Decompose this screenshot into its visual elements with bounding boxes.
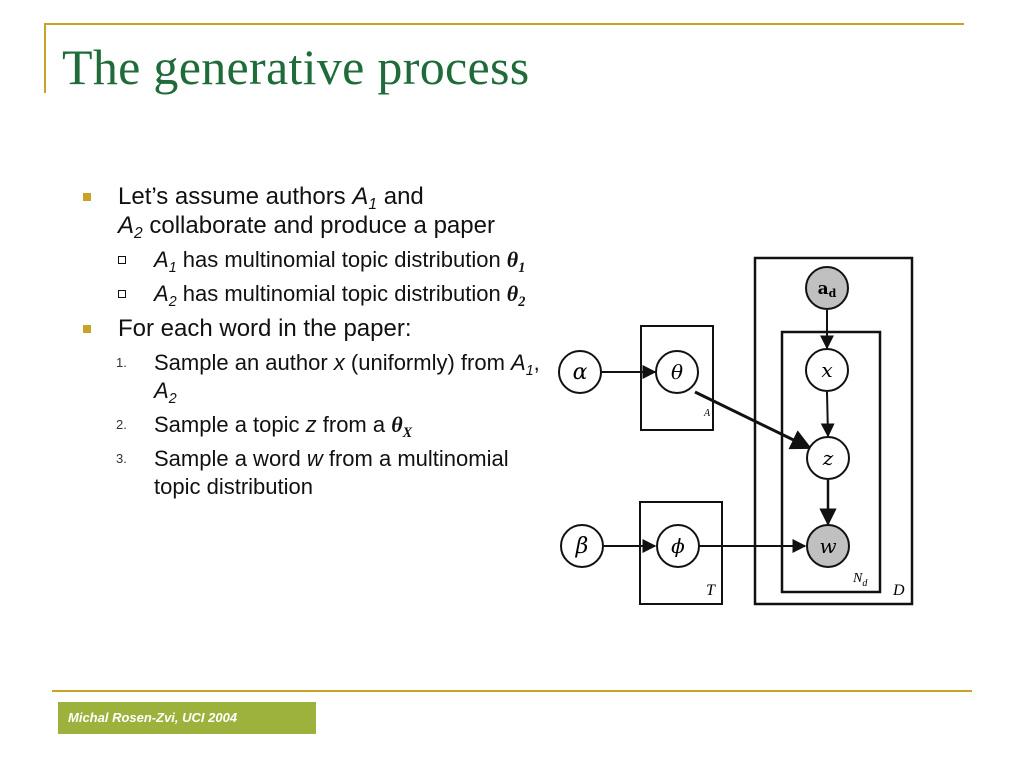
step-3: 3. Sample a word w from a multinomial to…: [116, 446, 509, 499]
top-rule: [44, 23, 964, 25]
bullet-each-word: For each word in the paper:: [80, 314, 550, 343]
node-w: w: [806, 524, 850, 568]
node-x: x: [805, 348, 849, 392]
step-number: 3.: [116, 451, 127, 466]
svg-text:θ: θ: [671, 360, 683, 384]
slide-title: The generative process: [62, 39, 530, 95]
node-z: z: [806, 436, 850, 480]
edge-x-z: [820, 391, 835, 438]
square-bullet-icon: [83, 325, 91, 333]
svg-text:x: x: [821, 358, 832, 382]
step-1: 1. Sample an author x (uniformly) from A…: [116, 350, 540, 407]
plate-T-label: T: [706, 582, 716, 599]
svg-text:ad: ad: [818, 279, 837, 300]
svg-text:β: β: [575, 534, 589, 559]
node-alpha: α: [558, 350, 602, 394]
footer-credit: Michal Rosen-Zvi, UCI 2004: [58, 702, 316, 734]
sub-bullet-a1: A1 has multinomial topic distribution θ1: [80, 246, 550, 275]
hollow-square-bullet-icon: [118, 256, 126, 264]
square-bullet-icon: [83, 193, 91, 201]
step-number: 2.: [116, 417, 127, 432]
plate-A-label: A: [703, 408, 711, 419]
svg-text:z: z: [822, 446, 834, 470]
node-ad: ad: [805, 266, 849, 310]
step-2: 2. Sample a topic z from a θX: [116, 412, 413, 441]
plate-A: [640, 325, 714, 431]
plate-T: [639, 501, 723, 605]
svg-text:ϕ: ϕ: [671, 534, 685, 558]
node-theta: θ: [655, 350, 699, 394]
step-number: 1.: [116, 355, 127, 370]
bottom-rule: [52, 690, 972, 692]
node-phi: ϕ: [656, 524, 700, 568]
left-rule: [44, 23, 46, 93]
node-beta: β: [560, 524, 604, 568]
plate-Nd-label: Nd: [852, 571, 868, 589]
svg-text:α: α: [573, 360, 588, 385]
svg-text:w: w: [819, 534, 836, 558]
plate-Nd: [780, 330, 882, 594]
author-topic-model-diagram: A T D Nd α θ β ϕ ad x z w: [558, 256, 914, 606]
edge-theta-z: [694, 390, 812, 450]
plate-D-label: D: [892, 582, 905, 599]
sub-bullet-a2: A2 has multinomial topic distribution θ2: [80, 280, 550, 309]
hollow-square-bullet-icon: [118, 290, 126, 298]
plate-D: [753, 256, 914, 606]
